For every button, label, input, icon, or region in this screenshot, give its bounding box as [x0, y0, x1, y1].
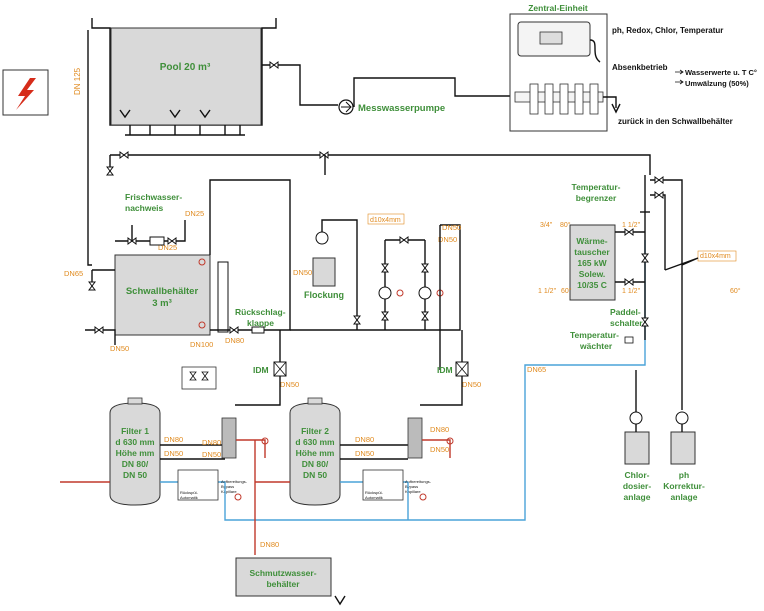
dn-label: DN50 — [293, 268, 312, 277]
heat-exchanger — [569, 224, 616, 301]
dn-label: 60° — [730, 287, 741, 295]
ph-label-2: Korrektur- — [663, 481, 705, 491]
dn-label: DN25 — [158, 243, 177, 252]
dn-label: DN80 — [225, 336, 244, 345]
backwash-label: Automatik — [180, 495, 198, 500]
backwash-label: Aufbereitungs- — [221, 479, 248, 484]
hx-label-2: tauscher — [574, 247, 610, 257]
filter1-label-4: DN 80/ — [122, 459, 149, 469]
temp-guard-label-2: wächter — [579, 341, 613, 351]
dn-label: 60° — [561, 287, 572, 295]
circulation-label: Umwälzung (50%) — [685, 79, 749, 88]
pool-label: Pool 20 m³ — [160, 62, 211, 73]
ph-label-3: anlage — [671, 492, 698, 502]
dn-label: DN80 — [355, 435, 374, 444]
backwash-label: Automatik — [365, 495, 383, 500]
fresh-water-label-1: Frischwasser- — [125, 192, 182, 202]
dn-label: DN80 — [260, 540, 279, 549]
dn-label: DN80 — [202, 438, 221, 447]
dn-label: DN50 — [442, 223, 461, 232]
idm-label-1: IDM — [253, 365, 269, 375]
filter1-label-2: d 630 mm — [115, 437, 155, 447]
dn-label: 1 1/2" — [622, 288, 641, 295]
paddle-label-2: schalter — [610, 318, 643, 328]
chlor-label-3: anlage — [624, 492, 651, 502]
temp-guard-label-1: Temperatur- — [570, 330, 619, 340]
backwash-label: Bypass — [221, 484, 234, 489]
dn-label: d10x4mm — [700, 253, 731, 260]
idm-label-2: IDM — [437, 365, 453, 375]
chlorine-dosing-tank — [624, 431, 650, 465]
dn-label: 1 1/2" — [622, 222, 641, 229]
dn-label: DN50 — [280, 380, 299, 389]
dirty-water-label-2: behälter — [266, 579, 300, 589]
backwash-label: Aufbereitungs- — [405, 479, 432, 484]
fresh-water-label-2: nachweis — [125, 203, 164, 213]
return-label: zurück in den Schwallbehälter — [618, 117, 733, 126]
surge-tank-label-1: Schwallbehälter — [126, 286, 199, 297]
measurements-label: ph, Redox, Chlor, Temperatur — [612, 26, 723, 35]
backwash-label: Kapillare — [221, 489, 237, 494]
hx-label-4: Solew. — [579, 269, 606, 279]
hx-label-5: 10/35 C — [577, 280, 607, 290]
measuring-pump-label: Messwasserpumpe — [358, 103, 445, 114]
dn-label: DN50 — [110, 344, 129, 353]
dn-label: DN80 — [430, 425, 449, 434]
filter2-label-3: Höhe mm — [296, 448, 335, 458]
filter-1 — [109, 402, 161, 506]
dn-label: d10x4mm — [370, 217, 401, 224]
dn-label: DN50 — [202, 450, 221, 459]
measuring-pump-icon — [338, 99, 354, 115]
dn-label: DN50 — [355, 449, 374, 458]
check-valve-label-2: klappe — [247, 318, 274, 328]
dirty-water-label-1: Schmutzwasser- — [249, 568, 316, 578]
dn-label: DN65 — [527, 365, 546, 374]
central-unit: Zentral-Einheit — [509, 3, 608, 132]
filter2-label-2: d 630 mm — [295, 437, 335, 447]
hx-label-3: 165 kW — [577, 258, 607, 268]
dn-label: DN80 — [164, 435, 183, 444]
dn-label: DN100 — [190, 340, 213, 349]
dn-label: DN50 — [462, 380, 481, 389]
check-valve-label-1: Rückschlag- — [235, 307, 286, 317]
dirty-water-tank — [235, 557, 332, 597]
filter2-label-4: DN 80/ — [302, 459, 329, 469]
ph-correction-tank — [670, 431, 696, 465]
dn-label: 80° — [560, 221, 571, 229]
ph-label-1: ph — [679, 470, 689, 480]
dn-label: DN50 — [430, 445, 449, 454]
filter1-label-5: DN 50 — [123, 470, 147, 480]
backwash-label: Bypass — [405, 484, 418, 489]
surge-tank — [114, 254, 211, 336]
temp-limiter-label-1: Temperatur- — [572, 182, 621, 192]
filter-2 — [289, 402, 341, 506]
dn-label: DN50 — [164, 449, 183, 458]
backwash-label: Rückspül- — [180, 490, 198, 495]
flocculation-label: Flockung — [304, 290, 344, 300]
chlor-label-2: dosier- — [623, 481, 652, 491]
dn-label: DN65 — [64, 269, 83, 278]
filter1-label-1: Filter 1 — [121, 426, 149, 436]
dn-label: 1 1/2" — [538, 288, 557, 295]
surge-tank-label-2: 3 m³ — [152, 298, 172, 309]
pool: Pool 20 m³ — [91, 18, 277, 136]
backwash-label: Kapillare — [405, 489, 421, 494]
filter1-label-3: Höhe mm — [116, 448, 155, 458]
setback-label: Absenkbetrieb — [612, 63, 668, 72]
central-unit-label: Zentral-Einheit — [528, 3, 588, 13]
filter2-label-5: DN 50 — [303, 470, 327, 480]
temp-limiter-label-2: begrenzer — [576, 193, 617, 203]
dn-label: DN25 — [185, 209, 204, 218]
hx-label-1: Wärme- — [576, 236, 607, 246]
high-voltage-warning-icon — [2, 69, 49, 116]
setback-values-label: Wasserwerte u. T C° — [685, 68, 757, 77]
dn-label: DN 125 — [73, 67, 82, 95]
paddle-label-1: Paddel- — [610, 307, 641, 317]
dn-label: 3/4" — [540, 222, 553, 229]
backwash-label: Rückspül- — [365, 490, 383, 495]
chlor-label-1: Chlor- — [624, 470, 649, 480]
filter2-label-1: Filter 2 — [301, 426, 329, 436]
dn-label: DN50 — [438, 235, 457, 244]
